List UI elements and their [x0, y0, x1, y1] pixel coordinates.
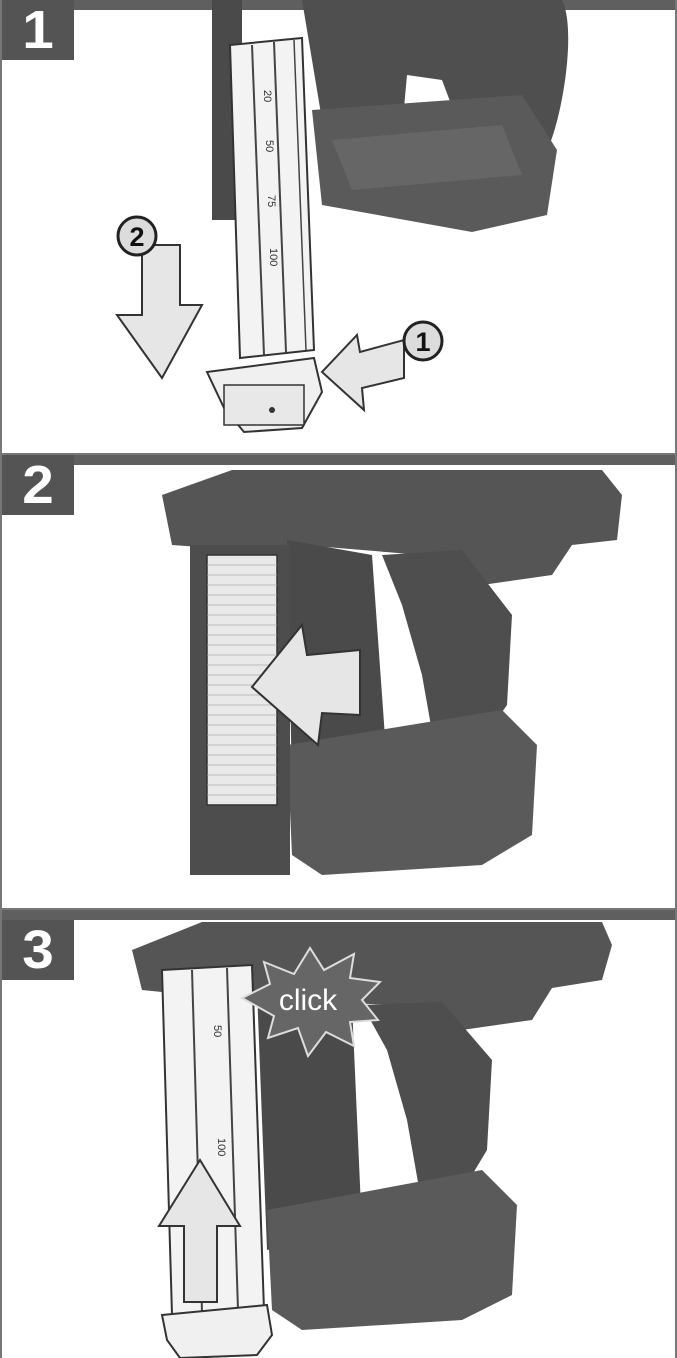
svg-text:1: 1 — [415, 327, 430, 357]
step-2-illustration — [162, 470, 622, 875]
left-arrow-icon — [320, 332, 405, 413]
up-arrow-icon — [157, 1158, 242, 1303]
step-3-panel: 50 100 click 3 — [0, 910, 677, 1358]
magazine-mark-20: 20 — [261, 90, 273, 102]
magazine-mark-50: 50 — [263, 140, 275, 152]
step-2-header-bar — [2, 455, 675, 465]
svg-text:2: 2 — [129, 222, 144, 252]
down-arrow-icon — [115, 244, 204, 380]
step-3-number: 3 — [2, 920, 74, 980]
magazine: 20 50 75 100 — [205, 36, 324, 434]
callout-2: 2 — [116, 215, 158, 257]
click-label: click — [279, 984, 338, 1017]
step-2-number: 2 — [2, 455, 74, 515]
insert-arrow-icon — [250, 622, 361, 747]
step-3-header-bar — [2, 910, 675, 920]
step-1-panel: 20 50 75 100 2 — [0, 0, 677, 455]
callout-1: 1 — [402, 320, 444, 362]
step-3-illustration: 50 100 click — [132, 922, 612, 1358]
magazine-mark-100: 100 — [267, 248, 279, 266]
step-2-panel: 2 — [0, 455, 677, 910]
click-burst: click — [239, 946, 383, 1059]
nail-strip — [190, 545, 290, 875]
magazine-mark-100: 100 — [215, 1138, 227, 1156]
magazine-mark-50: 50 — [211, 1025, 223, 1037]
step-1-number: 1 — [2, 0, 74, 60]
magazine-mark-75: 75 — [265, 195, 277, 207]
step-1-illustration: 20 50 75 100 2 — [115, 0, 569, 434]
